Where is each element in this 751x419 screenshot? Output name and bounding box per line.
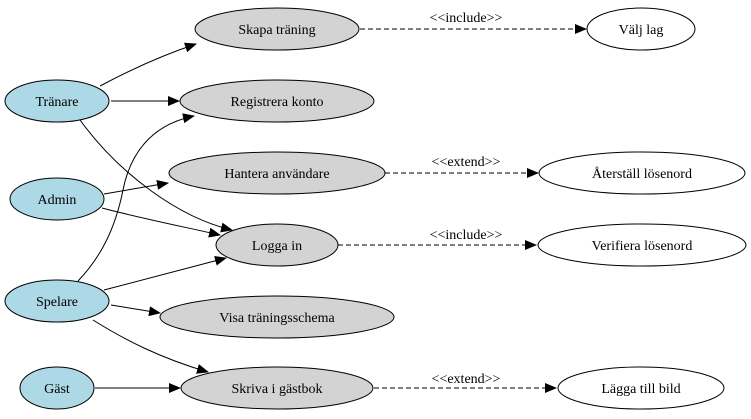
actor-label: Spelare (36, 295, 78, 310)
relation-label-skriva-lagga: <<extend>> (432, 372, 501, 387)
relation-labels: <<include>> <<extend>> <<include>> <<ext… (430, 11, 503, 387)
use-case-node (194, 7, 360, 51)
use-case-valj-lag[interactable]: Välj lag (586, 7, 696, 51)
relation-label-logga-verifiera: <<include>> (430, 228, 503, 243)
relation-edges (338, 24, 587, 393)
edge-spelare-skriva (92, 319, 209, 374)
use-case-logga-in[interactable]: Logga in (215, 223, 339, 267)
actor-tranare[interactable]: Tränare (4, 79, 110, 123)
association-edges (77, 42, 233, 393)
use-case-label: Logga in (252, 239, 302, 254)
edge-spelare-logga (103, 255, 227, 291)
actor-label: Tränare (35, 95, 78, 110)
use-case-lagga-till-bild[interactable]: Lägga till bild (557, 366, 725, 410)
edge-spelare-registrera (77, 113, 195, 282)
actor-spelare[interactable]: Spelare (4, 279, 110, 323)
actor-node (9, 177, 105, 221)
actor-node (4, 79, 110, 123)
relation-label-hantera-aterstall: <<extend>> (432, 155, 501, 170)
use-case-aterstall-losenord[interactable]: Återställ lösenord (538, 151, 746, 195)
actor-node (4, 279, 110, 323)
use-case-hantera-anvandare[interactable]: Hantera användare (168, 151, 386, 195)
use-case-label: Hantera användare (224, 167, 329, 182)
actor-label: Admin (38, 193, 77, 208)
use-case-node (159, 295, 395, 339)
actor-label: Gäst (44, 382, 70, 397)
use-case-node (215, 223, 339, 267)
actor-gast[interactable]: Gäst (19, 366, 95, 410)
relation-label-skapa-valj: <<include>> (430, 11, 503, 26)
use-case-node (586, 7, 696, 51)
edge-admin-hantera (103, 179, 169, 195)
edge-spelare-visa (110, 304, 161, 317)
edge-tranare-logga (79, 119, 233, 233)
actor-node (19, 366, 95, 410)
use-case-label: Välj lag (619, 23, 664, 38)
use-case-label: Verifiera lösenord (592, 239, 693, 254)
use-case-node (180, 366, 374, 410)
actors: Tränare Admin Spelare Gäst (4, 79, 110, 410)
use-case-skriva-i-gastbok[interactable]: Skriva i gästbok (180, 366, 374, 410)
use-case-label: Registrera konto (231, 95, 324, 110)
use-case-registrera-konto[interactable]: Registrera konto (179, 79, 375, 123)
edge-tranare-skapa (99, 42, 197, 87)
use-case-label: Visa träningsschema (219, 311, 335, 326)
use-case-label: Lägga till bild (601, 382, 680, 397)
actor-admin[interactable]: Admin (9, 177, 105, 221)
use-case-skapa-traning[interactable]: Skapa träning (194, 7, 360, 51)
use-case-verifiera-losenord[interactable]: Verifiera lösenord (537, 223, 747, 267)
use-case-node (179, 79, 375, 123)
use-case-node (538, 151, 746, 195)
use-case-node (168, 151, 386, 195)
use-case-node (557, 366, 725, 410)
use-case-node (537, 223, 747, 267)
use-case-label: Skapa träning (238, 23, 315, 38)
use-case-label: Återställ lösenord (592, 166, 692, 182)
edge-admin-logga (101, 207, 221, 238)
use-case-visa-traningsschema[interactable]: Visa träningsschema (159, 295, 395, 339)
use-cases: Skapa träning Registrera konto Hantera a… (159, 7, 747, 410)
use-case-label: Skriva i gästbok (232, 382, 323, 397)
